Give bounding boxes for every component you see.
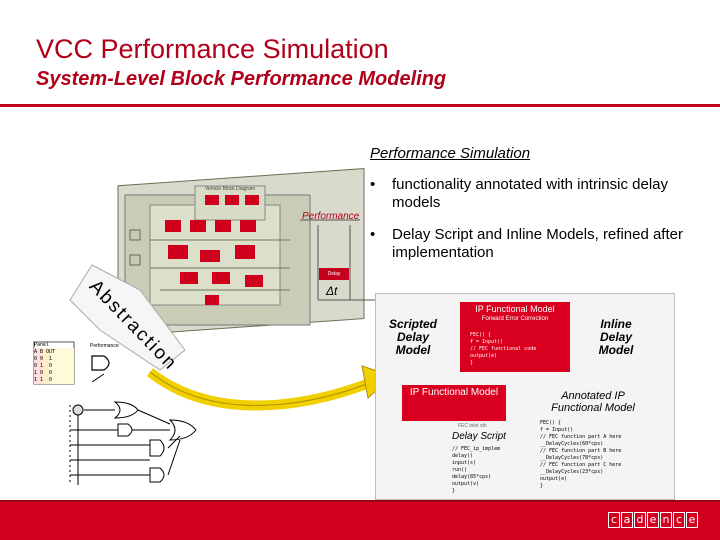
logo-letter: c	[673, 512, 685, 528]
and-gate-icon	[149, 439, 165, 457]
or-gate-icon	[113, 401, 139, 419]
chip	[215, 220, 231, 232]
delta-t-label: Δt	[326, 284, 338, 298]
footer-stripe	[0, 500, 720, 502]
chip	[129, 254, 141, 266]
chip	[212, 272, 230, 284]
and-gate-icon	[91, 355, 110, 371]
and-gate-icon	[117, 423, 133, 437]
gate-arrow	[91, 373, 105, 383]
and-gate-icon	[149, 467, 165, 483]
performance-label: Performance	[302, 211, 360, 222]
logic-network	[69, 401, 197, 485]
truth-table-title: Panel	[34, 342, 50, 348]
delay-script-title: Delay Script	[452, 431, 506, 442]
yellow-arrow	[146, 368, 374, 411]
fec-code: FEC() { f = Input() // FEC functional co…	[470, 332, 537, 366]
chip	[180, 272, 198, 284]
truth-table-row: 0 0 1	[34, 356, 53, 362]
fec-subtitle: Forward Error Correction	[481, 316, 549, 322]
page-title: VCC Performance Simulation	[36, 34, 389, 64]
bullet-1: • functionality annotated with intrinsic…	[370, 176, 702, 212]
board-block	[117, 168, 365, 337]
truth-table-row: 0 1 0	[34, 363, 53, 369]
ip-functional-model-top: IP Functional Model Forward Error Correc…	[460, 302, 570, 372]
logo-letter: e	[686, 512, 698, 528]
bullet-2-text: Delay Script and Inline Models, refined …	[392, 226, 683, 261]
scripted-delay-model: Scripted Delay Model	[388, 317, 437, 357]
chip	[165, 220, 181, 232]
small-delay-box: Delay	[319, 268, 349, 280]
truth-table-col	[34, 348, 42, 384]
chip	[205, 195, 219, 205]
inline-delay-model: Inline Delay Model	[598, 317, 634, 357]
logo-letter: e	[647, 512, 659, 528]
annotated-code: FEC() { f = Input() // FEC function part…	[540, 420, 622, 489]
chip	[245, 195, 259, 205]
chip	[240, 220, 256, 232]
annotated-model-title: Annotated IP Functional Model	[551, 390, 635, 414]
ip-model-title: IP Functional Model	[475, 304, 555, 314]
or-gate-icon	[168, 419, 197, 441]
truth-table-row: 1 1 0	[34, 377, 53, 383]
page-subtitle: System-Level Block Performance Modeling	[36, 68, 447, 90]
wire	[167, 435, 181, 449]
footer-bar	[0, 502, 720, 540]
delay-script-code: // FEC_ip_implem delay() input(s) run() …	[452, 446, 501, 494]
chip	[205, 295, 219, 305]
chip	[129, 229, 141, 241]
wire	[167, 439, 181, 476]
logo-letter: a	[621, 512, 633, 528]
truth-table-col	[50, 348, 74, 384]
bullet-1-text: functionality annotated with intrinsic d…	[392, 176, 668, 211]
section-heading: Performance Simulation	[370, 145, 531, 162]
truth-table-head: A B OUT	[34, 349, 56, 355]
top-board-label: Vehicle Block Diagram	[205, 186, 256, 192]
ip-functional-model-mid: IP Functional Model	[402, 385, 506, 421]
bullet-dot: •	[370, 226, 376, 243]
chip	[190, 220, 206, 232]
chip	[168, 245, 188, 259]
chip	[245, 275, 263, 287]
truth-table: Panel A B OUT 0 0 1 0 1 0 1 0 0 1 1 0	[34, 342, 72, 384]
bullet-dot: •	[370, 176, 376, 193]
chip	[225, 195, 239, 205]
perf-card-title: Performance	[90, 343, 119, 349]
logo-letter: d	[634, 512, 646, 528]
title-rule	[0, 104, 720, 107]
truth-table-row: 1 0 0	[34, 370, 53, 376]
abstraction-wedge	[69, 264, 186, 371]
logo-letter: n	[660, 512, 672, 528]
truth-table-col	[42, 348, 50, 384]
chip	[200, 250, 220, 262]
input-node	[72, 404, 84, 416]
fec-inlet-title: FEC inlet sth	[458, 423, 487, 429]
wire	[137, 409, 171, 425]
yellow-arrow-outline	[149, 371, 373, 406]
bullet-2: • Delay Script and Inline Models, refine…	[370, 226, 702, 262]
chip	[235, 245, 255, 259]
logo-letter: c	[608, 512, 620, 528]
ip-model-title: IP Functional Model	[409, 387, 499, 398]
